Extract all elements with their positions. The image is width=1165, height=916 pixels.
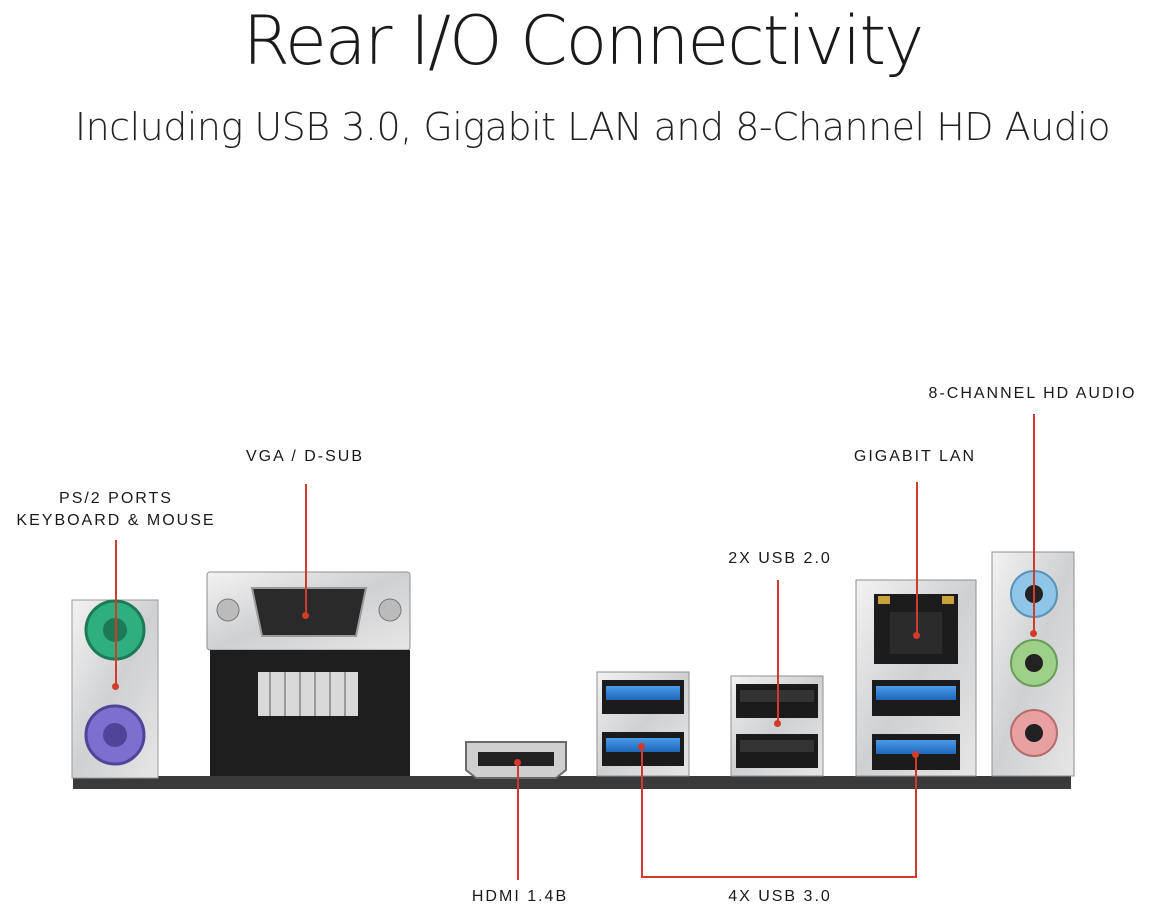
vga-label: VGA / D-SUB	[245, 448, 365, 465]
usb2-label: 2X USB 2.0	[728, 550, 832, 567]
hdmi-leader-dot	[514, 759, 521, 766]
usb3-leader-right	[915, 754, 917, 878]
ps2-leader-dot	[112, 683, 119, 690]
hdmi-leader	[517, 762, 519, 880]
usb3-leader-dot-right	[912, 751, 919, 758]
lan-label: GIGABIT LAN	[853, 448, 977, 465]
ps2-label: PS/2 PORTS KEYBOARD & MOUSE	[16, 490, 216, 529]
ps2-ports	[71, 599, 159, 779]
vga-leader-dot	[302, 612, 309, 619]
usb3-label: 4X USB 3.0	[728, 888, 832, 905]
lan-leader-dot	[913, 632, 920, 639]
vga-port	[206, 571, 411, 776]
audio-leader-dot	[1030, 630, 1037, 637]
usb3-leader-bridge	[641, 876, 917, 878]
usb3-leader-dot-left	[638, 743, 645, 750]
hdmi-label: HDMI 1.4B	[471, 888, 569, 905]
pcb-edge	[73, 776, 1071, 789]
usb3-leader-left	[641, 746, 643, 878]
usb3-stack-left	[596, 671, 690, 777]
page-title: Rear I/O Connectivity	[242, 2, 924, 81]
vga-leader	[305, 484, 307, 614]
usb2-leader	[777, 580, 779, 722]
ps2-leader	[115, 540, 117, 686]
lan-leader	[916, 482, 918, 634]
page-subtitle: Including USB 3.0, Gigabit LAN and 8-Cha…	[74, 105, 1111, 149]
usb2-leader-dot	[774, 720, 781, 727]
audio-label: 8-CHANNEL HD AUDIO	[928, 385, 1137, 402]
audio-leader	[1033, 414, 1035, 632]
